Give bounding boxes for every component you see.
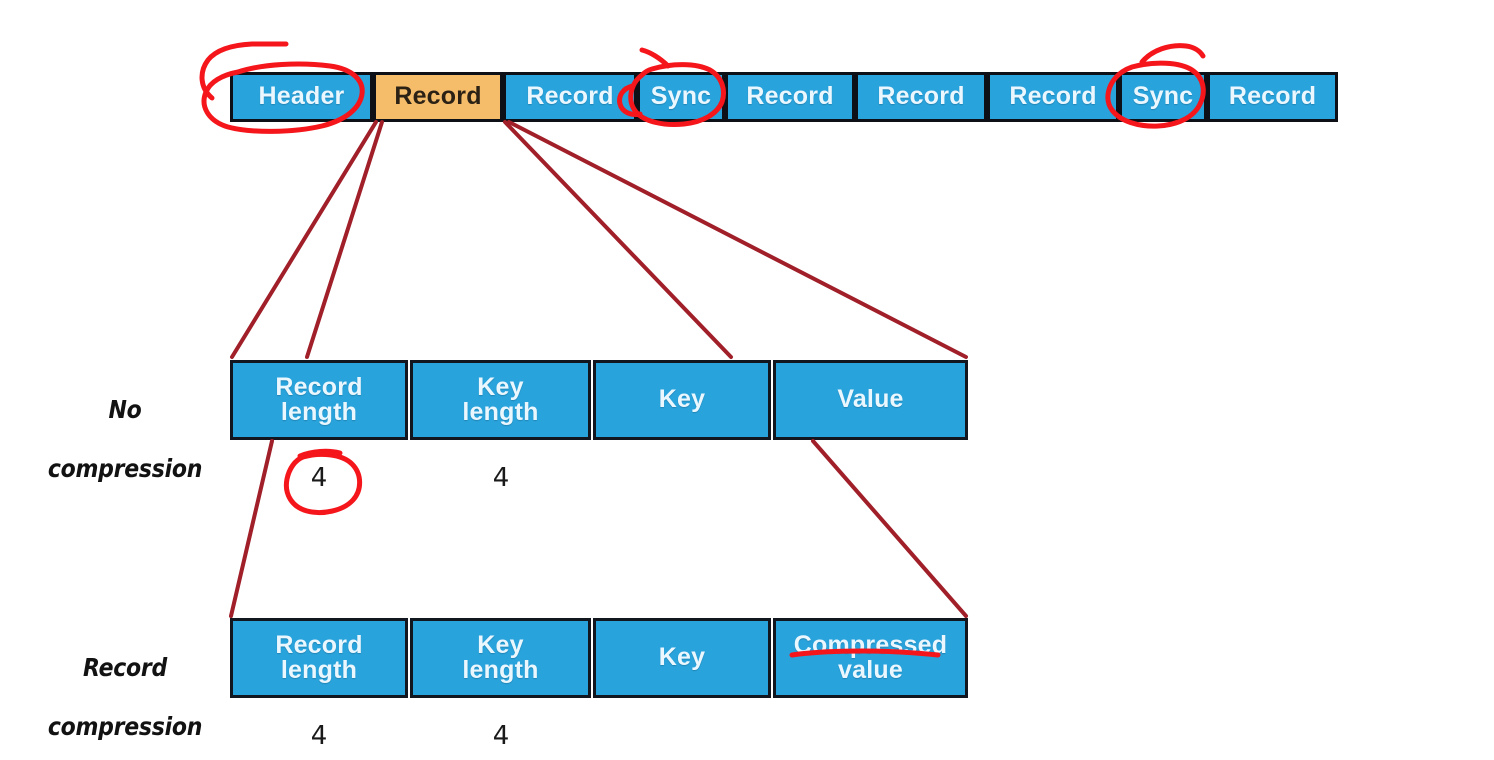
field-label-line1: Record	[275, 630, 363, 659]
field-value-uncompressed[interactable]: Value	[773, 360, 968, 440]
top-block-record-3[interactable]: Record	[725, 72, 855, 122]
field-label-line2: length	[462, 398, 539, 426]
field-key-length-uncompressed[interactable]: Key length	[410, 360, 591, 440]
sync-2-circle-tail-icon	[1139, 43, 1206, 65]
field-key-uncompressed[interactable]: Key	[593, 360, 771, 440]
leader-record-to-recordlength-right	[305, 120, 384, 359]
sync-1-circle-tail-icon	[639, 47, 671, 69]
row-label-no-compression-line1: No	[108, 394, 142, 424]
field-label-line2: length	[280, 656, 358, 684]
top-block-sync-2[interactable]: Sync	[1119, 72, 1207, 122]
field-label-line2: value	[838, 656, 903, 684]
top-block-sync-1[interactable]: Sync	[637, 72, 725, 122]
row-label-record-compression-line2: compression	[47, 711, 203, 741]
field-key-length-compressed[interactable]: Key length	[410, 618, 591, 698]
field-label-line1: Record	[275, 372, 363, 401]
field-label-line1: Key	[477, 372, 524, 401]
field-label-line1: Compressed	[793, 630, 948, 659]
field-label-line2: length	[462, 656, 539, 684]
row-label-record-compression-line1: Record	[83, 652, 167, 682]
leader-record-to-key-expansion	[503, 120, 733, 359]
field-record-length-uncompressed[interactable]: Record length	[230, 360, 408, 440]
field-label-line2: length	[280, 398, 358, 426]
size-label-record-length-uncompressed: 4	[310, 463, 328, 493]
leader-value-to-compressedvalue	[811, 439, 968, 618]
leader-record-to-recordlength-left	[230, 120, 378, 359]
size-label-key-length-compressed: 4	[492, 721, 510, 751]
size-label-record-length-compressed: 4	[310, 721, 328, 751]
field-record-length-compressed[interactable]: Record length	[230, 618, 408, 698]
field-key-compressed[interactable]: Key	[593, 618, 771, 698]
row-label-no-compression: No compression	[41, 365, 208, 513]
top-block-record-5[interactable]: Record	[987, 72, 1119, 122]
row-label-record-compression: Record compression	[41, 623, 208, 760]
leader-record-to-value-expansion	[507, 120, 968, 359]
top-block-record-highlighted[interactable]: Record	[373, 72, 503, 122]
leader-recordlength-to-bottom	[229, 439, 274, 618]
top-block-header[interactable]: Header	[230, 72, 373, 122]
field-label-line1: Key	[477, 630, 524, 659]
top-block-record-6[interactable]: Record	[1207, 72, 1338, 122]
row-label-no-compression-line2: compression	[47, 453, 203, 483]
field-compressed-value[interactable]: Compressed value	[773, 618, 968, 698]
top-block-record-4[interactable]: Record	[855, 72, 987, 122]
top-block-record-2[interactable]: Record	[503, 72, 637, 122]
size-label-key-length-uncompressed: 4	[492, 463, 510, 493]
record-length-4-tick-icon	[297, 448, 343, 459]
